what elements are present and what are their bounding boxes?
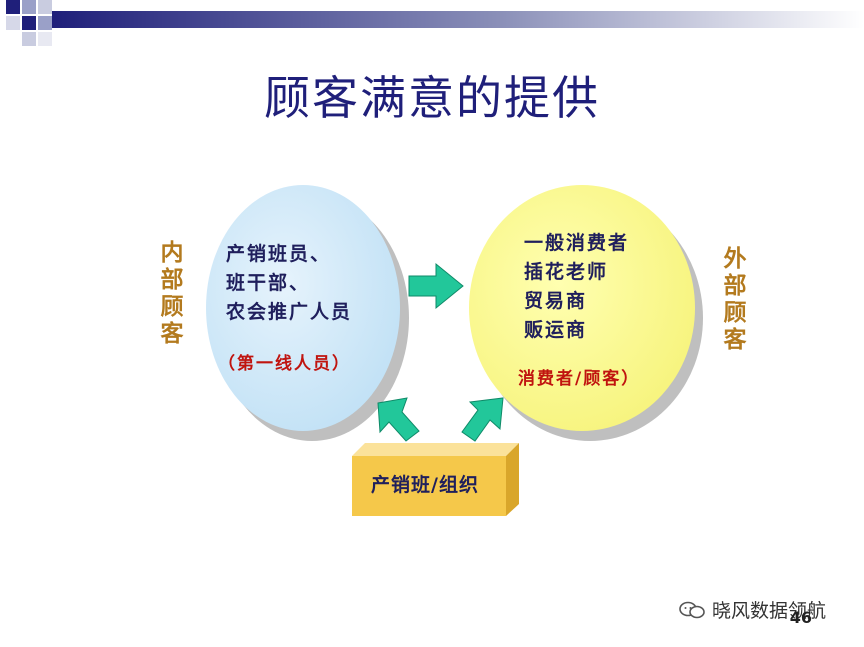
watermark-text: 晓风数据领航: [712, 600, 827, 622]
right-circle: [469, 185, 695, 431]
box-side-face: [506, 443, 519, 516]
right-circle-text: 一般消费者 插花老师 贸易商 贩运商: [524, 229, 629, 345]
internal-customer-label: 内部顾客: [156, 240, 183, 348]
left-circle-line: 农会推广人员: [226, 301, 353, 323]
left-circle-text: 产销班员、 班干部、 农会推广人员: [226, 240, 352, 327]
right-circle-line: 一般消费者: [524, 232, 630, 254]
chat-bubble-icon: [679, 601, 705, 618]
right-circle-note: 消费者/顾客）: [518, 369, 641, 389]
header-decoration: [6, 0, 864, 46]
box-front-face: [352, 456, 506, 516]
slide-title: 顾客满意的提供: [264, 71, 600, 125]
external-customer-label: 外部顾客: [719, 246, 746, 354]
left-circle-line: 产销班员、: [226, 243, 332, 265]
left-circle: [206, 185, 400, 431]
page-number: 46: [789, 608, 812, 627]
arrow-up-right-icon: [461, 397, 504, 442]
box-top-face: [352, 443, 519, 456]
watermark: 晓风数据领航: [678, 596, 826, 623]
left-circle-line: 班干部、: [226, 272, 311, 294]
box-label: 产销班/组织: [371, 474, 479, 496]
right-circle-line: 贸易商: [524, 290, 588, 312]
left-circle-note: （第一线人员）: [218, 354, 351, 374]
right-circle-line: 贩运商: [524, 319, 588, 341]
arrow-up-left-icon: [377, 397, 420, 442]
right-circle-line: 插花老师: [524, 261, 609, 283]
arrow-right-icon: [408, 262, 464, 310]
